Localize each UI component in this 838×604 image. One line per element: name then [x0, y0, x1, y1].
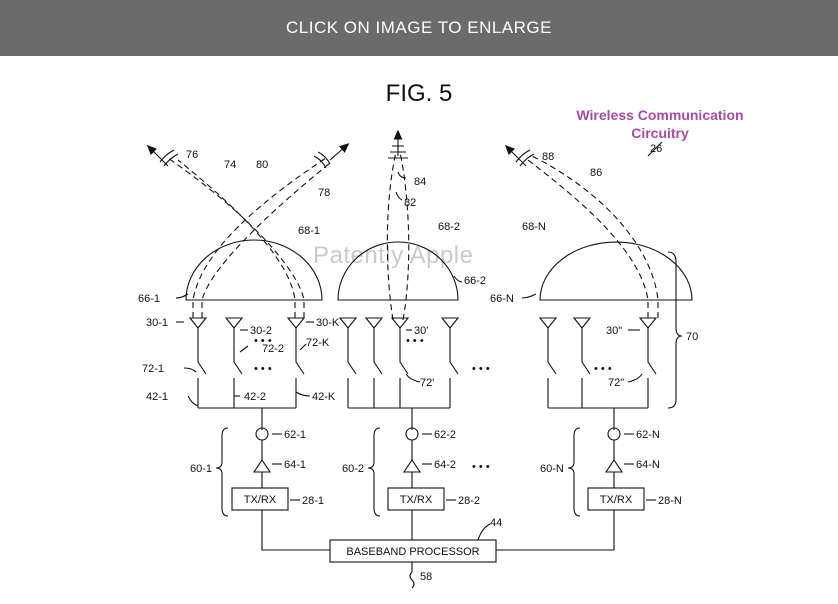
label-84: 84	[414, 176, 426, 188]
label-44: 44	[490, 517, 502, 529]
beams-group-N	[504, 144, 659, 318]
label-30-K: 30-K	[316, 317, 340, 329]
dots-antennas-2: • • •	[406, 335, 424, 347]
leader-lines	[175, 141, 663, 501]
label-42-1: 42-1	[146, 391, 168, 403]
watermark: Patently Apple	[313, 242, 474, 269]
label-60-N: 60-N	[540, 463, 564, 475]
txrx-label-N: TX/RX	[600, 494, 633, 506]
label-30-prime: 30'	[414, 325, 428, 337]
caption-line-1: Wireless Communication	[576, 107, 744, 123]
enlarge-banner-text: CLICK ON IMAGE TO ENLARGE	[286, 18, 552, 37]
txrx-label-2: TX/RX	[400, 494, 433, 506]
txrx-label-1: TX/RX	[244, 494, 277, 506]
label-30-doubleprime: 30"	[606, 325, 622, 337]
label-70: 70	[686, 331, 698, 343]
buses	[198, 407, 648, 430]
label-28-2: 28-2	[458, 495, 480, 507]
chain-2	[367, 427, 445, 517]
label-62-2: 62-2	[434, 429, 456, 441]
chain-1	[215, 427, 289, 517]
box-labels: TX/RX TX/RX TX/RX BASEBAND PROCESSOR	[244, 494, 633, 558]
label-68-2: 68-2	[438, 221, 460, 233]
label-42-K: 42-K	[312, 391, 336, 403]
switches	[197, 355, 657, 408]
label-74: 74	[224, 159, 236, 171]
dots-between-groups: • • •	[472, 363, 490, 375]
figure-caption: Wireless Communication Circuitry	[540, 106, 780, 142]
lens-66-2	[337, 241, 459, 301]
label-86: 86	[590, 167, 602, 179]
label-30-2: 30-2	[250, 325, 272, 337]
ellipsis-dots: • • • • • • • • • • • • • • • • • •	[254, 335, 612, 473]
label-30-1: 30-1	[146, 317, 168, 329]
beams-group-2	[386, 129, 410, 321]
label-64-1: 64-1	[284, 459, 306, 471]
dots-antennas-1: • • •	[254, 335, 272, 347]
label-88: 88	[542, 151, 554, 163]
beams-group-1	[146, 143, 350, 318]
dots-antennas-N: • • •	[594, 363, 612, 375]
baseband-label: BASEBAND PROCESSOR	[346, 546, 479, 558]
antennas	[188, 317, 658, 355]
figure-title: FIG. 5	[385, 80, 453, 107]
chain-N	[567, 427, 645, 517]
label-64-2: 64-2	[434, 459, 456, 471]
label-68-1: 68-1	[298, 225, 320, 237]
label-62-N: 62-N	[636, 429, 660, 441]
label-28-N: 28-N	[658, 495, 682, 507]
label-66-2: 66-2	[464, 275, 486, 287]
label-60-1: 60-1	[190, 463, 212, 475]
label-78: 78	[318, 187, 330, 199]
label-80: 80	[256, 159, 268, 171]
dots-switches-1: • • •	[254, 363, 272, 375]
label-76: 76	[186, 149, 198, 161]
label-28-1: 28-1	[302, 495, 324, 507]
label-82: 82	[404, 197, 416, 209]
label-58: 58	[420, 571, 432, 583]
baseband-connections	[261, 510, 615, 589]
label-66-N: 66-N	[490, 293, 514, 305]
enlarge-banner[interactable]: CLICK ON IMAGE TO ENLARGE	[0, 0, 838, 56]
label-72-prime: 72'	[420, 377, 434, 389]
bracket-70	[667, 251, 683, 409]
label-72-2: 72-2	[262, 343, 284, 355]
label-26: 26	[650, 143, 662, 155]
label-72-K: 72-K	[306, 337, 330, 349]
label-68-N: 68-N	[522, 221, 546, 233]
label-42-2: 42-2	[244, 391, 266, 403]
reference-labels: 26 76 74 80 78 84 82 88 86 68-1 68-2 68-…	[138, 143, 698, 583]
caption-line-2: Circuitry	[631, 125, 689, 141]
label-60-2: 60-2	[342, 463, 364, 475]
dots-between-chains: • • •	[472, 461, 490, 473]
label-62-1: 62-1	[284, 429, 306, 441]
label-72-1: 72-1	[142, 363, 164, 375]
lens-66-N	[539, 241, 693, 301]
label-72-doubleprime: 72"	[608, 377, 624, 389]
lens-66-1	[185, 239, 323, 301]
label-64-N: 64-N	[636, 459, 660, 471]
label-66-1: 66-1	[138, 293, 160, 305]
